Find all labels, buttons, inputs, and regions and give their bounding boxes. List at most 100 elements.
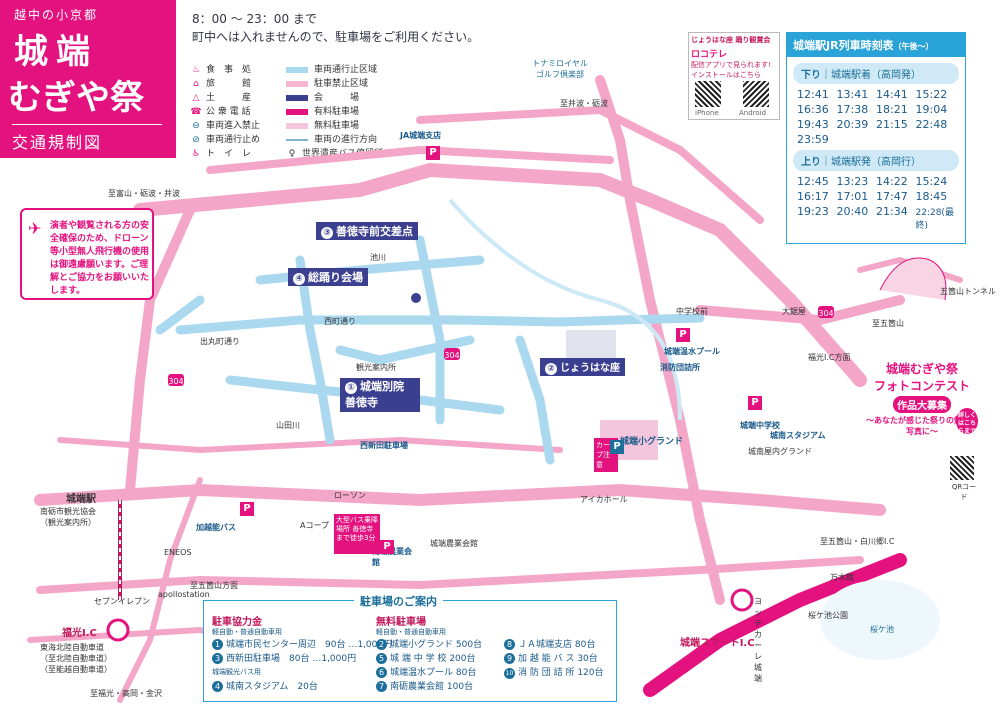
up-header: 上り｜城端駅発（高岡行） — [793, 150, 959, 171]
train-time: 23:59 — [797, 133, 829, 146]
qr-android-icon[interactable] — [743, 81, 769, 107]
label-junior-high: 城端中学校 — [740, 421, 780, 430]
title-subtitle: 越中の小京都 — [14, 8, 99, 22]
parking-marker: P — [240, 502, 254, 516]
free-title: 無料駐車場 — [376, 617, 426, 628]
sakuragaike-lake — [820, 580, 940, 660]
svg-text:304: 304 — [168, 377, 183, 386]
label-to-gokayama-dir: 至五箇山方面 — [190, 581, 238, 590]
legend-item: ♨食 事 処 — [191, 65, 252, 75]
drone-icon: ✈ — [28, 219, 42, 238]
train-time: 14:41 — [876, 88, 908, 101]
label-yamada-river: 山田川 — [276, 421, 300, 430]
train-time: 21:34 — [876, 205, 908, 218]
photo-line4: ～あなたが感じた祭りの魅力を写真に～ — [866, 416, 978, 436]
app-line3: インストールはこちら — [691, 71, 761, 79]
hours-notice: 8：00 ～ 23：00 まで 町中へは入れませんので、駐車場をご利用ください。 — [192, 10, 479, 46]
legend-item: ⊖車両進入禁止 — [190, 118, 260, 131]
app-line2: 配信アプリで見られます! — [691, 61, 771, 69]
drone-notice: ✈ 演者や観覧される方の安全確保のため、ドローン等小型無人飛行機の使用は御遠慮願… — [20, 208, 154, 300]
label-to-gokayama: 至五箇山 — [872, 319, 904, 328]
label-chugakko-mae: 中学校前 — [676, 307, 708, 316]
app-iphone: iPhone — [695, 109, 719, 117]
label-to-toyama: 至富山・砺波・井波 — [108, 189, 180, 198]
train-time: 15:24 — [915, 175, 948, 188]
label-pool: 城端温水プール — [664, 347, 720, 356]
toilet-icon: ♿ — [191, 149, 201, 159]
legend-item: 無料駐車場 — [286, 118, 359, 131]
label-sakura-lake: 桜ケ池 — [870, 625, 894, 634]
label-sakura-park: 桜ケ池公園 — [808, 611, 848, 620]
train-time: 12:41 — [797, 88, 829, 101]
label-lawson: ローソン — [334, 491, 366, 500]
paid-title: 駐車協力金 — [212, 617, 262, 628]
down-header: 下り｜城端駅着（高岡発） — [793, 63, 959, 84]
label-yottekare: ヨッテカーレ城端 — [754, 597, 762, 683]
train-time: 19:23 — [797, 205, 829, 218]
title-line2: むぎや祭 — [8, 78, 144, 118]
johana-smart-ic-marker — [730, 588, 754, 612]
fork-icon: ♨ — [191, 65, 201, 75]
train-time: 20:39 — [836, 118, 869, 131]
legend-item: ♿ト イ レ — [191, 149, 252, 159]
parking-marker: P — [748, 396, 762, 410]
label-to-gokayama-ic: 至五箇山・白川郷I.C — [820, 537, 895, 546]
legend-item: 会 場 — [286, 90, 359, 103]
label-fire-station: 消防団詰所 — [660, 363, 700, 372]
train-time: 18:21 — [876, 103, 908, 116]
photo-detail[interactable]: 詳しくはこちらまで — [956, 408, 978, 435]
label-to-inami: 至井波・砺波 — [560, 99, 608, 108]
parking-marker: P — [426, 146, 440, 160]
photo-line3: 作品大募集 — [893, 396, 951, 413]
label-ogaya: 大鋸屋 — [782, 307, 806, 316]
train-time: 16:17 — [797, 190, 829, 203]
label-demaru: 出丸町通り — [200, 337, 240, 346]
tunnel-mountain — [879, 257, 947, 301]
photo-line2: フォトコンテスト — [873, 379, 970, 393]
train-time: 18:45 — [915, 190, 948, 203]
app-android: Android — [739, 109, 767, 117]
hq-marker — [411, 293, 421, 303]
label-to-fukumitsu: 至福光・高岡・金沢 — [90, 689, 162, 698]
hours-time: 8：00 ～ 23：00 まで — [192, 12, 317, 26]
legend-item: 車両通行止区域 — [286, 62, 377, 75]
photo-line1: 城端むぎや祭 — [885, 362, 958, 376]
svg-text:304: 304 — [444, 351, 459, 360]
drone-text: 演者や観覧される方の安全確保のため、ドローン等小型無人飛行機の使用は御遠慮願いま… — [50, 221, 150, 296]
train-time: 20:40 — [836, 205, 869, 218]
no-pass-icon: ⊘ — [192, 135, 200, 145]
label-eneos: ENEOS — [164, 548, 192, 557]
paid-bus-sub: 城端観光バス用 — [212, 668, 261, 676]
label-a-coop: Aコープ — [300, 521, 329, 530]
label-golf: トナミロイヤル ゴルフ倶楽部 — [532, 59, 588, 79]
paid-sub: 軽自動・普通自動車用 — [212, 628, 282, 636]
train-time: 13:23 — [836, 175, 869, 188]
label-nishimachi: 西町通り — [324, 317, 356, 326]
title-line1: 城端 — [14, 32, 98, 72]
label-fukumitsu-dir: 福光I.C方面 — [808, 353, 851, 362]
photo-contest: 城端むぎや祭 フォトコンテスト 作品大募集 ～あなたが感じた祭りの魅力を写真に～… — [866, 360, 978, 501]
label-smart-ic: 城端スマートI.C — [680, 638, 755, 649]
legend-item: 車両の進行方向 — [286, 132, 377, 145]
app-brand: ロコテレ — [691, 50, 728, 60]
photo-qr-icon[interactable] — [950, 456, 974, 480]
svg-text:304: 304 — [818, 309, 833, 318]
train-time: 15:22 — [915, 88, 948, 101]
legend-item: ⌂旅 館 — [190, 76, 251, 89]
parking-title: 駐車場のご案内 — [354, 593, 443, 609]
title-line3: 交通規制図 — [12, 124, 162, 153]
qr-iphone-icon[interactable] — [695, 81, 721, 107]
train-time: 14:22 — [876, 175, 908, 188]
label-expressway: 東海北陸自動車道（至北陸自動車道）（至能越自動車道） — [40, 643, 112, 674]
timetable-header: 城端駅JR列車時刻表（午後～） — [787, 33, 965, 57]
